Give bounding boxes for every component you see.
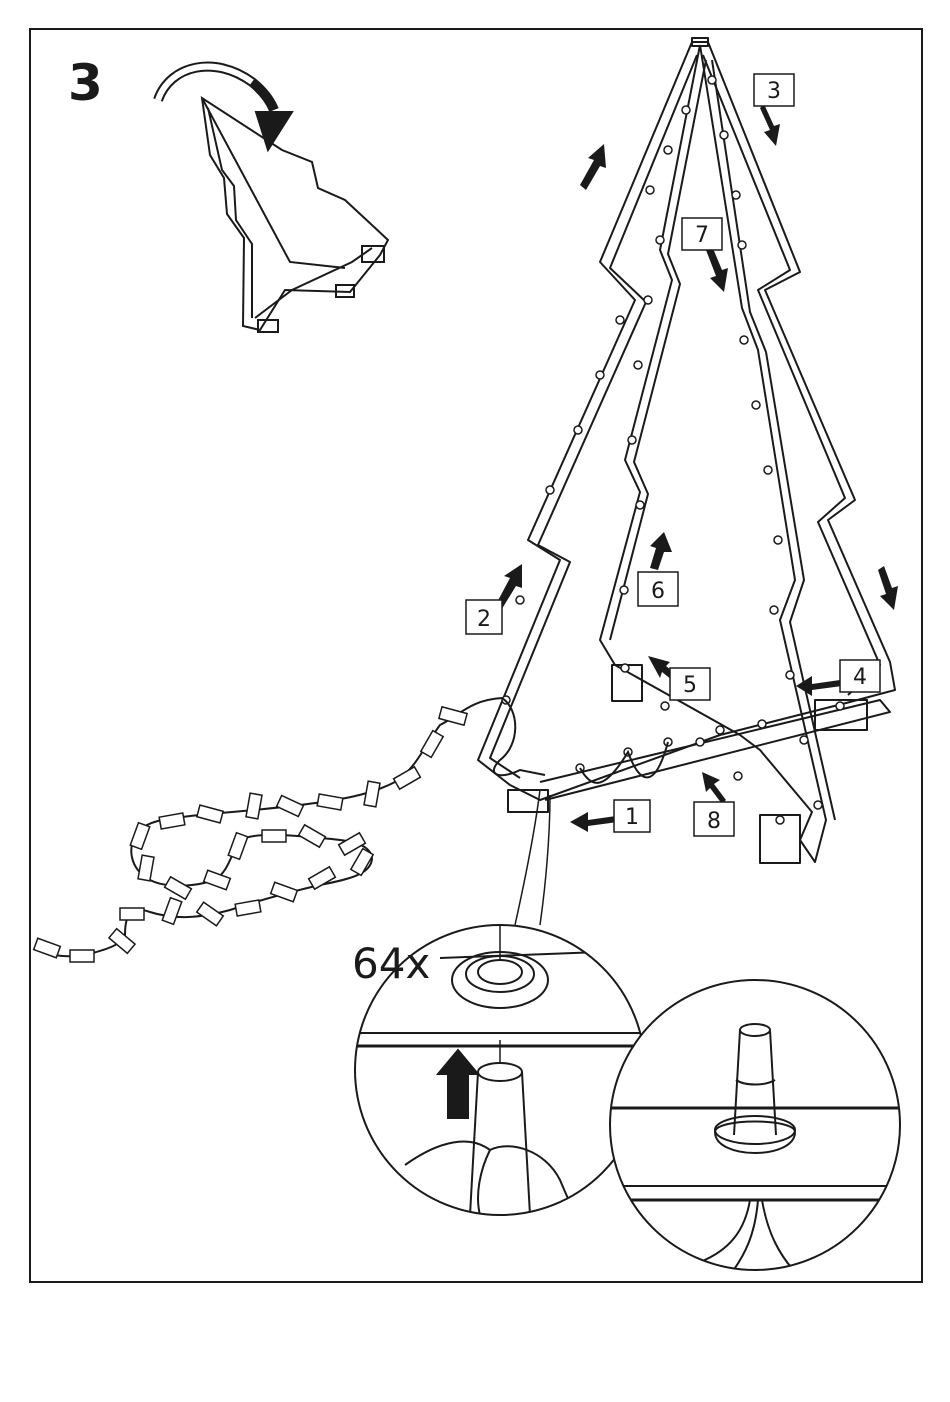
quantity-label: 64x xyxy=(352,939,430,988)
svg-text:4: 4 xyxy=(853,665,867,690)
callout-6: 6 xyxy=(638,572,678,606)
svg-text:8: 8 xyxy=(707,809,721,834)
svg-text:3: 3 xyxy=(767,79,781,104)
tree-frame-icon xyxy=(478,38,895,863)
svg-text:2: 2 xyxy=(477,607,491,632)
direction-arrow-icon xyxy=(878,566,898,610)
callout-2: 2 xyxy=(466,600,502,634)
direction-arrow-icon xyxy=(760,104,780,146)
direction-arrows xyxy=(494,104,898,832)
rotate-arrow-icon xyxy=(158,67,292,150)
direction-arrow-icon xyxy=(702,772,726,804)
step-number: 3 xyxy=(68,54,103,112)
callout-3: 3 xyxy=(754,74,794,106)
direction-arrow-icon xyxy=(570,812,618,832)
callout-7: 7 xyxy=(682,218,722,250)
magnifier-detail-icon: 64x xyxy=(352,925,645,1215)
callout-5: 5 xyxy=(670,668,710,700)
svg-text:5: 5 xyxy=(683,673,697,698)
callout-8: 8 xyxy=(694,802,734,836)
direction-arrow-icon xyxy=(706,246,728,292)
direction-arrow-icon xyxy=(650,532,672,570)
callout-4: 4 xyxy=(840,660,880,692)
svg-text:7: 7 xyxy=(695,223,709,248)
direction-arrow-icon xyxy=(580,144,606,190)
rotate-hint xyxy=(158,67,388,332)
zoom-leader xyxy=(515,790,550,925)
callout-1: 1 xyxy=(614,800,650,832)
magnifier-detail-icon xyxy=(610,980,900,1275)
svg-text:1: 1 xyxy=(625,805,639,830)
light-string-icon xyxy=(34,698,668,962)
small-tree-icon xyxy=(202,98,388,332)
svg-text:6: 6 xyxy=(651,579,665,604)
